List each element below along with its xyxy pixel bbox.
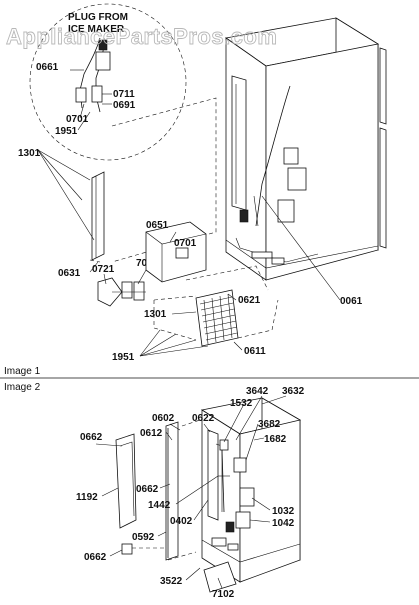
label-1951-top: 1951 (55, 126, 78, 137)
grille-0611 (195, 289, 239, 347)
refrigerator-cabinet-image2 (200, 397, 302, 583)
clip-0662-bottom (121, 543, 133, 555)
label-0402: 0402 (170, 516, 193, 527)
control-box (145, 221, 207, 283)
label-3682: 3682 (258, 419, 281, 430)
image1-panel: PLUG FROM ICE MAKER 0661 0711 0691 0701 … (4, 3, 387, 377)
label-1032: 1032 (272, 506, 295, 517)
label-0662-top: 0662 (80, 432, 103, 443)
label-1301-bottom: 1301 (144, 309, 167, 320)
label-0691: 0691 (113, 100, 136, 111)
label-3522: 3522 (160, 576, 183, 587)
label-0662-mid: 0662 (136, 484, 159, 495)
watermark: AppliancePartsPros.com (6, 24, 277, 49)
cover-1192 (115, 433, 137, 529)
callout-title-line2: ICE MAKER (68, 24, 125, 35)
label-0622: 0622 (192, 413, 215, 424)
label-1042: 1042 (272, 518, 295, 529)
label-0711: 0711 (113, 89, 135, 100)
refrigerator-cabinet-image1 (224, 17, 387, 281)
callout-circle (29, 3, 187, 161)
label-1682: 1682 (264, 434, 287, 445)
label-0651: 0651 (146, 220, 169, 231)
label-0701-mid: 0701 (174, 238, 197, 249)
label-1951-bottom: 1951 (112, 352, 135, 363)
panel-0612 (165, 421, 179, 561)
label-1301-top: 1301 (18, 148, 41, 159)
label-0612: 0612 (140, 428, 163, 439)
label-0061: 0061 (340, 296, 363, 307)
label-0602: 0602 (152, 413, 175, 424)
label-7102: 7102 (212, 589, 235, 600)
wire-harness (70, 37, 112, 113)
label-1532: 1532 (230, 398, 253, 409)
image1-caption: Image 1 (4, 366, 41, 377)
label-0661-top: 0661 (36, 62, 59, 73)
label-0631: 0631 (58, 268, 81, 279)
label-0592: 0592 (132, 532, 155, 543)
duct-panel-0631 (91, 171, 105, 261)
callout-title-line1: PLUG FROM (68, 12, 128, 23)
image2-panel: Image 2 (4, 382, 305, 600)
base-7102 (203, 561, 237, 593)
label-3632: 3632 (282, 386, 305, 397)
label-0721: 0721 (92, 264, 115, 275)
label-0662-bottom: 0662 (84, 552, 107, 563)
label-0621: 0621 (238, 295, 261, 306)
label-3642: 3642 (246, 386, 269, 397)
label-1442: 1442 (148, 500, 171, 511)
label-0611: 0611 (244, 346, 266, 357)
label-1192: 1192 (76, 492, 98, 503)
label-0701-top: 0701 (66, 114, 89, 125)
image2-caption: Image 2 (4, 382, 41, 393)
relay-assembly (97, 277, 146, 307)
